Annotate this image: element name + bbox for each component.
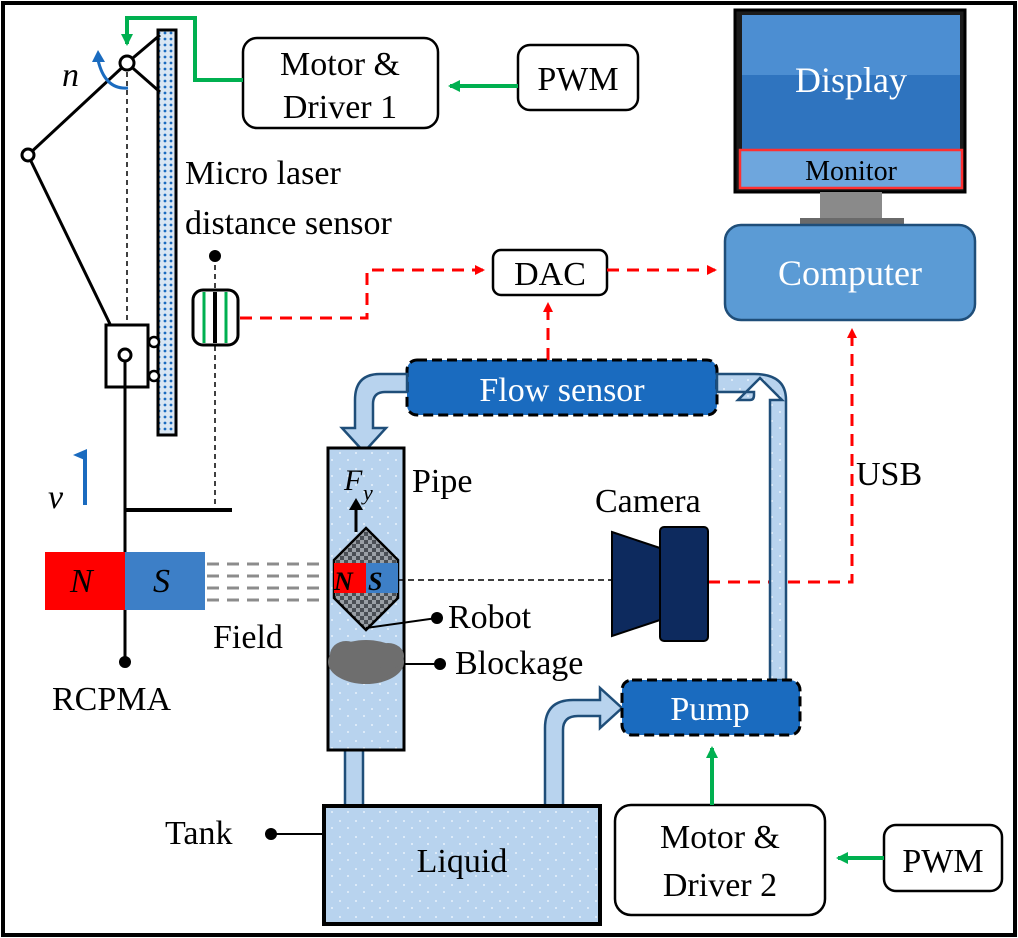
- sensor-label-line1: Micro laser: [185, 155, 341, 192]
- motor-driver-2-box: [613, 803, 827, 917]
- tank: [322, 804, 602, 926]
- crank-joint: [118, 54, 136, 72]
- slider-joint: [117, 347, 133, 363]
- motor-driver-2-line2: Driver 2: [663, 867, 777, 904]
- pwm-top-box: [516, 43, 640, 112]
- magnet-n-label: N: [69, 563, 95, 600]
- field-label: Field: [213, 619, 283, 656]
- pwm-bottom-label: PWM: [902, 843, 983, 880]
- monitor-bezel-label: [738, 148, 964, 190]
- motor-driver-1-line1: Motor &: [280, 46, 400, 83]
- laser-distance-sensor: [191, 250, 240, 508]
- camera: [611, 526, 709, 642]
- display-label: Display: [795, 60, 907, 100]
- motor-driver-1-box: [241, 36, 440, 130]
- flow-sensor-label: Flow sensor: [479, 372, 645, 409]
- magnet-north: [45, 552, 125, 610]
- linear-rail: [156, 28, 178, 437]
- pipe-label: Pipe: [412, 463, 472, 500]
- tank-label: Tank: [165, 815, 233, 852]
- dac-label: DAC: [514, 256, 586, 293]
- motor-driver-2-line1: Motor &: [660, 819, 780, 856]
- motor-driver-1-line2: Driver 1: [283, 89, 397, 126]
- liquid-label: Liquid: [417, 843, 508, 880]
- signal-lines: [240, 265, 857, 584]
- rotation-speed-symbol: n: [62, 57, 79, 94]
- robot: [332, 526, 400, 632]
- rcpma-label: RCPMA: [52, 681, 171, 718]
- pump-label: Pump: [670, 691, 749, 728]
- linkage-mechanism: n v N S RCPMA: [20, 28, 232, 718]
- motor-1-drive-line: [121, 16, 243, 82]
- pwm-top-label: PWM: [537, 61, 618, 98]
- camera-label: Camera: [595, 483, 701, 520]
- velocity-symbol: v: [48, 479, 64, 516]
- blockage-label: Blockage: [455, 645, 583, 682]
- magnet-s-label: S: [153, 563, 170, 600]
- computer-box: [723, 223, 977, 322]
- force-symbol: F: [343, 464, 363, 497]
- robot-label: Robot: [448, 599, 532, 636]
- pump-box: [620, 678, 802, 737]
- robot-s-label: S: [368, 567, 382, 596]
- magnetic-field-lines: [207, 562, 330, 602]
- force-subscript: y: [361, 480, 373, 505]
- dac-box: [491, 248, 609, 297]
- monitor-label: Monitor: [805, 156, 897, 187]
- computer-label: Computer: [778, 253, 922, 293]
- link-joint: [20, 147, 36, 163]
- magnet-south: [125, 552, 205, 610]
- robot-n-label: N: [333, 567, 354, 596]
- sensor-label-line2: distance sensor: [185, 205, 392, 242]
- slider-block: [104, 323, 150, 389]
- monitor: [733, 8, 967, 224]
- usb-label: USB: [856, 456, 922, 493]
